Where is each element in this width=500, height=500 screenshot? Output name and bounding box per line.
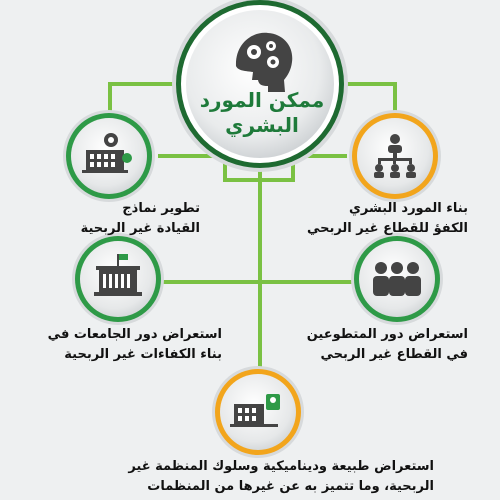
building-gear-icon (82, 133, 132, 173)
label-volunteers: استعراض دور المتطوعين في القطاع غير الرب… (307, 325, 468, 365)
label-line2: في القطاع غير الربحي (320, 347, 468, 362)
label-org-nature: استعراض طبيعة وديناميكية وسلوك المنظمة غ… (128, 457, 434, 497)
label-line1: استعراض دور المتطوعين (306, 327, 468, 342)
center-title: ممكن المورد البشري (192, 88, 332, 138)
label-line1: تطوير نماذج (122, 201, 200, 216)
label-line2: بناء الكفاءات غير الربحية (64, 347, 222, 362)
connector-lines (108, 82, 397, 372)
node-org-nature (212, 366, 304, 458)
label-leadership: تطوير نماذج القيادة غير الربحية (81, 199, 200, 239)
center-node (172, 0, 348, 172)
label-line1: استعراض دور الجامعات في (47, 327, 222, 342)
label-line2: القيادة غير الربحية (80, 221, 200, 236)
connector-leadership (158, 154, 260, 182)
node-volunteers (351, 233, 443, 325)
center-title-line2: البشري (225, 113, 299, 137)
label-line2: الربحية، وما تتميز به عن غيرها من المنظم… (147, 479, 434, 494)
center-title-line1: ممكن المورد (199, 88, 325, 112)
connector-right-top (345, 82, 397, 120)
label-line1: استعراض طبيعة وديناميكية وسلوك المنظمة غ… (128, 459, 434, 474)
label-line2: الكفؤ للقطاع غير الربحي (306, 221, 468, 236)
node-leadership (63, 110, 155, 202)
label-line1: بناء المورد البشري (349, 201, 468, 216)
org-chart-icon (374, 134, 416, 178)
connector-left-top (108, 82, 175, 116)
connector-hr-build (260, 154, 347, 182)
label-hr-build: بناء المورد البشري الكفؤ للقطاع غير الرب… (307, 199, 468, 239)
people-group-icon (373, 262, 421, 296)
node-hr-build (349, 110, 441, 202)
node-universities (72, 233, 164, 325)
building-certificate-icon (230, 394, 280, 427)
label-universities: استعراض دور الجامعات في بناء الكفاءات غي… (48, 325, 222, 365)
university-building-icon (94, 254, 142, 296)
head-gears-icon (235, 32, 293, 92)
